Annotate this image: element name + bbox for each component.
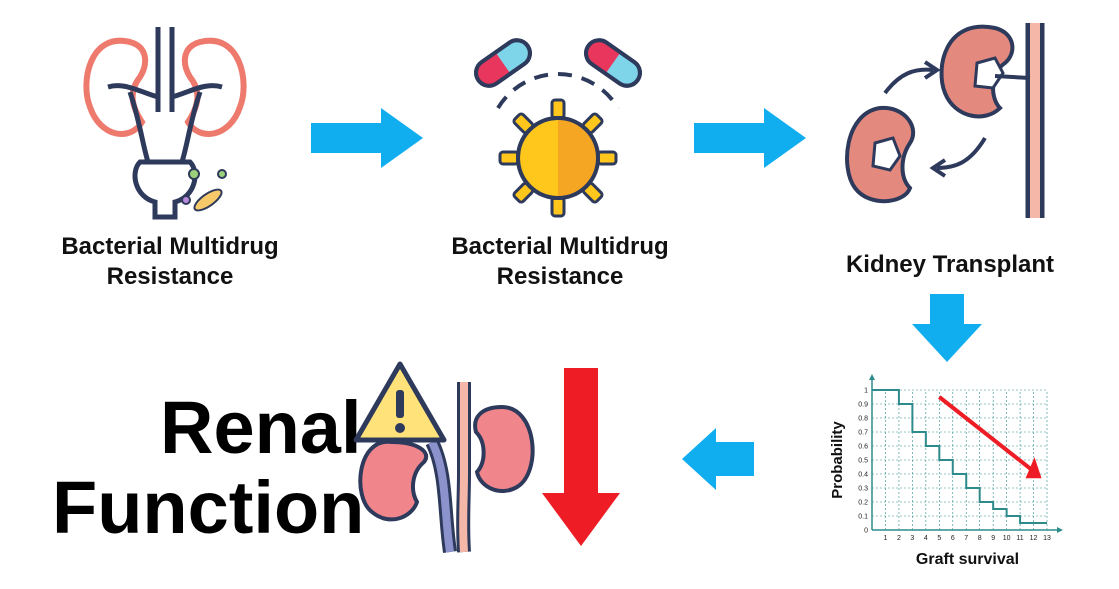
survival-step-line xyxy=(872,389,1047,524)
step2-label-line1: Bacterial Multidrug xyxy=(451,233,669,260)
y-tick-label: 0.6 xyxy=(858,444,868,451)
y-tick-label: 0.3 xyxy=(858,486,868,493)
x-tick-label: 13 xyxy=(1043,535,1051,542)
y-tick-label: 0.4 xyxy=(858,472,868,479)
x-tick-label: 3 xyxy=(910,535,914,542)
trend-arrow-line xyxy=(938,395,1035,473)
renal-label: Renal xyxy=(160,386,362,469)
flow-arrow-down xyxy=(912,294,982,362)
flow-arrow-right-2 xyxy=(694,108,806,168)
flow-arrow-right-1 xyxy=(311,108,423,168)
step2-caption: Bacterial Multidrug Resistance xyxy=(420,232,700,292)
y-tick-label: 0.7 xyxy=(858,430,868,437)
x-tick-label: 2 xyxy=(897,535,901,542)
step1-label-line1: Bacterial Multidrug xyxy=(61,233,279,260)
y-tick-label: 1 xyxy=(864,388,868,395)
x-tick-label: 4 xyxy=(924,535,928,542)
x-tick-label: 10 xyxy=(1003,535,1011,542)
x-tick-label: 1 xyxy=(884,535,888,542)
x-axis-arrowhead xyxy=(1057,527,1063,533)
x-tick-label: 8 xyxy=(978,535,982,542)
x-tick-label: 9 xyxy=(991,535,995,542)
y-tick-label: 0.8 xyxy=(858,416,868,423)
y-tick-label: 0.1 xyxy=(858,514,868,521)
step1-caption: Bacterial Multidrug Resistance xyxy=(30,232,310,292)
x-tick-label: 5 xyxy=(937,535,941,542)
step2-label-line2: Resistance xyxy=(496,263,624,290)
y-tick-label: 0 xyxy=(864,528,868,535)
flow-arrow-left xyxy=(682,428,754,490)
y-axis-arrowhead xyxy=(869,374,875,380)
x-tick-label: 6 xyxy=(951,535,955,542)
x-tick-label: 12 xyxy=(1030,535,1038,542)
step1-label-line2: Resistance xyxy=(106,263,234,290)
y-tick-label: 0.2 xyxy=(858,500,868,507)
function-label: Function xyxy=(52,466,365,549)
trend-arrow-head xyxy=(1025,457,1042,479)
decrease-arrow-icon xyxy=(542,368,620,546)
y-axis-label: Probability xyxy=(829,421,846,499)
x-tick-label: 7 xyxy=(964,535,968,542)
kidney-transplant-icon xyxy=(845,23,1045,218)
pills-virus-icon xyxy=(474,38,642,218)
y-tick-label: 0.9 xyxy=(858,402,868,409)
kidney-warning-icon xyxy=(353,361,535,554)
x-axis-label: Graft survival xyxy=(916,551,1019,568)
step3-label-line1: Kidney Transplant xyxy=(845,251,1055,278)
urinary-tract-bacteria-icon xyxy=(83,27,247,220)
step3-caption: Kidney Transplant xyxy=(820,250,1080,280)
x-tick-label: 11 xyxy=(1016,535,1023,542)
y-tick-label: 0.5 xyxy=(858,458,868,465)
